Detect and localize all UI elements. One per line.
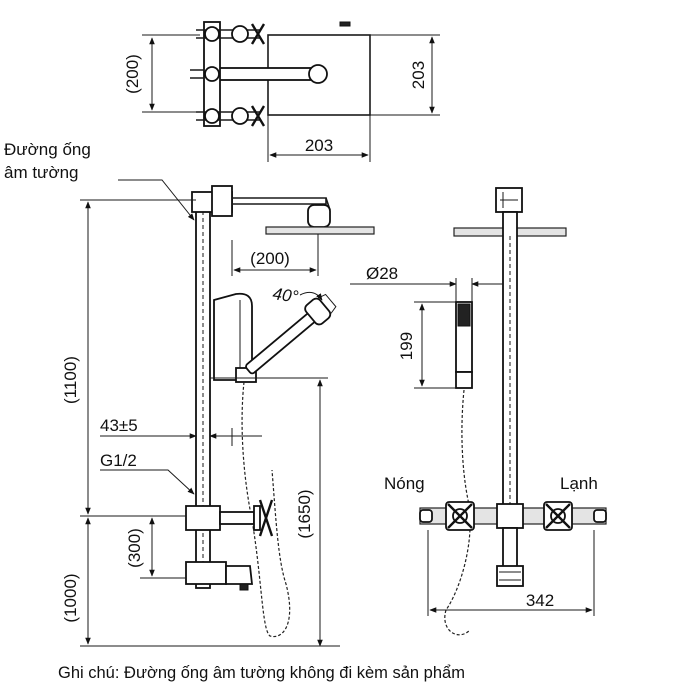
front-view-cold-valve (543, 501, 573, 531)
front-view-diverter (496, 565, 524, 587)
dim-top-200: (200) (123, 54, 142, 94)
side-view-diverter (185, 561, 227, 585)
leader-g12 (100, 469, 195, 495)
top-view (142, 21, 440, 162)
leader-wall-pipe (118, 179, 195, 221)
label-g12: G1/2 (100, 451, 137, 470)
label-wall-pipe-line2: âm tường (4, 163, 79, 182)
footer-note: Ghi chú: Đường ống âm tường không đi kèm… (58, 664, 465, 682)
front-view-handset-grip (455, 371, 473, 389)
top-view-arm-joint (308, 64, 328, 84)
side-view-rain-head (265, 226, 375, 235)
front-view (350, 187, 607, 636)
dim-top-203-right: 203 (409, 61, 428, 89)
front-view-mixer-center (496, 503, 524, 529)
front-view-hot-valve (445, 501, 475, 531)
dim-1650: (1650) (295, 489, 314, 538)
label-cold: Lạnh (560, 474, 598, 493)
dim-1100: (1100) (61, 356, 80, 404)
dim-1000: (1000) (61, 573, 80, 622)
dim-angle-40: 40° (271, 284, 299, 306)
label-hot: Nóng (384, 474, 425, 493)
dim-43: 43±5 (100, 416, 138, 435)
dim-head-28: Ø28 (366, 264, 398, 283)
dim-arm-200: (200) (250, 249, 290, 268)
side-view-handheld-shower (245, 293, 337, 375)
top-view-arm (213, 67, 325, 81)
dim-199: 199 (397, 332, 416, 360)
side-view-valve-handle (258, 499, 274, 537)
side-view-mixer-body (185, 505, 221, 531)
side-view-spout (225, 565, 254, 585)
dim-342: 342 (526, 591, 554, 610)
dim-top-203-bottom: 203 (305, 136, 333, 155)
side-view-hose (241, 381, 291, 638)
side-view-shower-arm (232, 197, 327, 205)
dim-300: (300) (125, 528, 144, 568)
side-view-head-joint (307, 204, 331, 228)
front-view-hose (444, 389, 471, 636)
side-view (80, 179, 375, 647)
label-wall-pipe-line1: Đường ống (4, 140, 91, 159)
